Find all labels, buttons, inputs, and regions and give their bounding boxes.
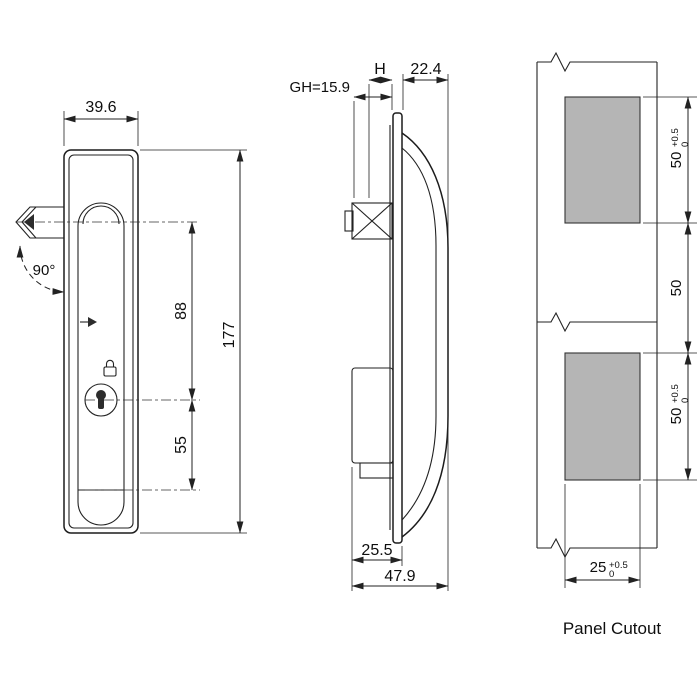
svg-text:50: 50 (668, 152, 685, 169)
front-lower-span: 55 (173, 436, 190, 454)
handle-top-arc (82, 205, 120, 225)
svg-text:0: 0 (680, 142, 691, 147)
swing-arc (16, 245, 65, 295)
front-view: 39.6 90° (15, 99, 247, 534)
bottom-hole-dim: 50 +0.5 0 (668, 384, 691, 424)
svg-text:50: 50 (668, 280, 685, 297)
handle-profile-inner (401, 147, 437, 521)
padlock-icon (103, 359, 117, 377)
svg-text:0: 0 (680, 398, 691, 403)
bottom-cutout-hole (564, 352, 641, 481)
svg-text:+0.5: +0.5 (670, 128, 681, 147)
svg-text:177: 177 (221, 322, 238, 349)
hole-spacing-dim: 50 (668, 280, 685, 297)
cutout-view: 50 +0.5 0 50 50 +0.5 0 25 +0.5 0 Panel C… (536, 51, 697, 638)
cam-hatch (351, 202, 393, 240)
cutout-width-dim: 25 +0.5 0 (590, 559, 628, 580)
cam-section-body (351, 202, 393, 240)
side-view: GH=15.9 H 22.4 25.5 (290, 61, 449, 591)
body-recess (68, 154, 134, 529)
svg-text:25: 25 (590, 559, 607, 576)
grip-height-label: GH=15.9 (290, 79, 350, 96)
cam-latch (15, 206, 64, 239)
svg-text:55: 55 (173, 436, 190, 454)
handle-thickness-label: H (374, 61, 386, 78)
swing-handle (77, 202, 125, 526)
lock-body (63, 149, 139, 534)
cam-nut (344, 210, 354, 232)
lock-case-step (359, 462, 394, 479)
padlock-shackle (105, 359, 115, 367)
handle-profile-outer (401, 132, 449, 538)
break-line-top (537, 51, 657, 73)
svg-text:+0.5: +0.5 (609, 560, 628, 571)
panel-cutout-caption: Panel Cutout (563, 619, 662, 638)
lock-case (351, 367, 394, 464)
case-depth-label: 25.5 (361, 542, 392, 559)
top-cutout-hole (564, 96, 641, 224)
front-width-label: 39.6 (85, 99, 116, 116)
mounting-plate (392, 112, 403, 544)
svg-text:+0.5: +0.5 (670, 384, 681, 403)
keyhole-slot (98, 396, 104, 409)
break-line-bottom (537, 537, 657, 559)
swing-angle-label: 90° (33, 262, 56, 279)
svg-text:0: 0 (609, 569, 614, 580)
front-upper-span: 88 (173, 302, 190, 320)
total-depth-label: 47.9 (384, 568, 415, 585)
cam-outline (15, 206, 64, 239)
top-hole-dim: 50 +0.5 0 (668, 128, 691, 168)
front-height: 177 (221, 322, 238, 349)
svg-text:50: 50 (668, 408, 685, 425)
cam-section (344, 202, 393, 240)
svg-text:88: 88 (173, 302, 190, 320)
protrusion-label: 22.4 (410, 61, 441, 78)
padlock-body (103, 366, 117, 377)
break-line-middle (537, 311, 657, 333)
push-point-arrow (88, 317, 97, 327)
